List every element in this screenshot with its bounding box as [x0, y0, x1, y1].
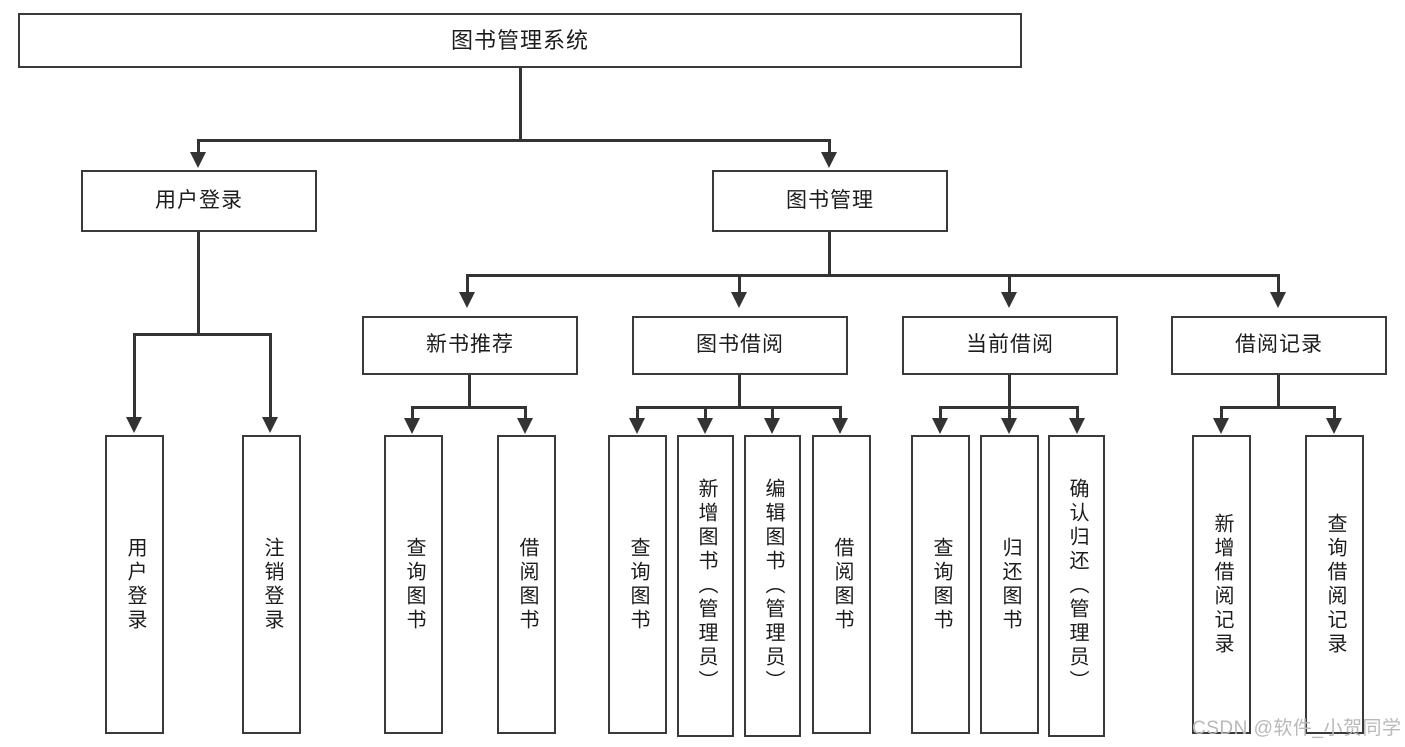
connector-br-left	[1220, 406, 1223, 420]
connector-cb-3	[1076, 406, 1079, 420]
leaf-cb-return-book[interactable]: 归还图书	[980, 435, 1039, 734]
connector-br-bus	[1220, 406, 1336, 409]
node-label: 借阅图书	[831, 536, 853, 633]
arrow-to-book-mgmt	[821, 152, 837, 168]
connector-bb-2	[704, 406, 707, 420]
node-root-system[interactable]: 图书管理系统	[18, 13, 1022, 68]
connector-bb-4	[839, 406, 842, 420]
leaf-cb-confirm-return-admin[interactable]: 确认归还（管理员）	[1048, 435, 1105, 737]
arrow-to-nbr-leaf-2	[517, 418, 533, 434]
node-label: 新书推荐	[426, 333, 514, 357]
connector-user-login-right	[269, 333, 272, 419]
connector-root-stem	[519, 68, 522, 141]
connector-br-stem	[1277, 375, 1280, 408]
arrow-to-current-borrow	[1001, 292, 1017, 308]
arrow-to-new-book	[459, 292, 475, 308]
leaf-logout[interactable]: 注销登录	[242, 435, 301, 734]
arrow-to-book-borrow	[731, 292, 747, 308]
connector-user-login-stem	[197, 232, 200, 335]
node-label: 查询图书	[403, 536, 425, 633]
arrow-to-nbr-leaf-1	[404, 418, 420, 434]
arrow-to-bb-leaf-4	[832, 418, 848, 434]
leaf-user-login[interactable]: 用户登录	[105, 435, 164, 734]
node-borrow-record[interactable]: 借阅记录	[1171, 316, 1387, 375]
node-label: 图书管理	[786, 188, 874, 212]
node-book-management[interactable]: 图书管理	[712, 170, 948, 232]
node-label: 新增借阅记录	[1211, 512, 1233, 657]
leaf-br-add-record[interactable]: 新增借阅记录	[1192, 435, 1251, 734]
node-label: 借阅图书	[516, 536, 538, 633]
connector-bb-bus	[636, 406, 842, 409]
node-label: 用户登录	[124, 536, 146, 633]
node-label: 编辑图书（管理员）	[762, 478, 784, 694]
node-label: 查询借阅记录	[1324, 512, 1346, 657]
node-current-borrow[interactable]: 当前借阅	[902, 316, 1118, 375]
connector-nbr-right	[524, 406, 527, 420]
node-label: 图书借阅	[696, 333, 784, 357]
arrow-to-cb-leaf-3	[1069, 418, 1085, 434]
connector-bm-to-current-borrow	[1008, 274, 1011, 294]
connector-root-to-user-login	[197, 139, 200, 154]
connector-nbr-bus	[411, 406, 527, 409]
arrow-to-bb-leaf-2	[697, 418, 713, 434]
arrow-to-cb-leaf-1	[932, 418, 948, 434]
node-label: 新增图书（管理员）	[695, 478, 717, 694]
connector-nbr-left	[411, 406, 414, 420]
node-book-borrow[interactable]: 图书借阅	[632, 316, 848, 375]
connector-bb-1	[636, 406, 639, 420]
connector-user-login-bus	[133, 333, 269, 336]
leaf-bb-edit-book-admin[interactable]: 编辑图书（管理员）	[744, 435, 801, 737]
node-label: 用户登录	[155, 188, 243, 212]
connector-book-mgmt-bus	[466, 274, 1278, 277]
connector-user-login-left	[133, 333, 136, 419]
leaf-bb-borrow-book[interactable]: 借阅图书	[812, 435, 871, 734]
node-label: 图书管理系统	[450, 27, 589, 53]
node-user-login[interactable]: 用户登录	[81, 170, 317, 232]
arrow-to-leaf-user-login	[126, 417, 142, 433]
node-label: 查询图书	[627, 536, 649, 633]
connector-br-right	[1333, 406, 1336, 420]
node-new-book-recommend[interactable]: 新书推荐	[362, 316, 578, 375]
node-label: 借阅记录	[1235, 333, 1323, 357]
connector-bm-to-new-book	[466, 274, 469, 294]
connector-root-to-book-mgmt	[828, 139, 831, 154]
connector-bm-to-book-borrow	[738, 274, 741, 294]
leaf-nbr-borrow-book[interactable]: 借阅图书	[497, 435, 556, 734]
leaf-bb-add-book-admin[interactable]: 新增图书（管理员）	[677, 435, 734, 737]
connector-root-bus	[197, 139, 831, 142]
connector-nbr-stem	[468, 375, 471, 408]
leaf-bb-query-book[interactable]: 查询图书	[608, 435, 667, 734]
node-label: 确认归还（管理员）	[1066, 478, 1088, 694]
arrow-to-cb-leaf-2	[1001, 418, 1017, 434]
node-label: 当前借阅	[966, 333, 1054, 357]
arrow-to-borrow-record	[1270, 292, 1286, 308]
arrow-to-bb-leaf-1	[629, 418, 645, 434]
node-label: 查询图书	[930, 536, 952, 633]
arrow-to-bb-leaf-3	[764, 418, 780, 434]
connector-bb-3	[771, 406, 774, 420]
arrow-to-br-leaf-2	[1326, 418, 1342, 434]
leaf-cb-query-book[interactable]: 查询图书	[911, 435, 970, 734]
arrow-to-br-leaf-1	[1213, 418, 1229, 434]
arrow-to-leaf-logout	[262, 417, 278, 433]
connector-cb-1	[939, 406, 942, 420]
connector-cb-stem	[1008, 375, 1011, 408]
node-label: 注销登录	[261, 536, 283, 633]
connector-book-mgmt-stem	[828, 232, 831, 276]
leaf-nbr-query-book[interactable]: 查询图书	[384, 435, 443, 734]
leaf-br-query-record[interactable]: 查询借阅记录	[1305, 435, 1364, 734]
arrow-to-user-login	[190, 152, 206, 168]
connector-bb-stem	[738, 375, 741, 408]
connector-bm-to-borrow-record	[1277, 274, 1280, 294]
connector-cb-2	[1008, 406, 1011, 420]
node-label: 归还图书	[999, 536, 1021, 633]
